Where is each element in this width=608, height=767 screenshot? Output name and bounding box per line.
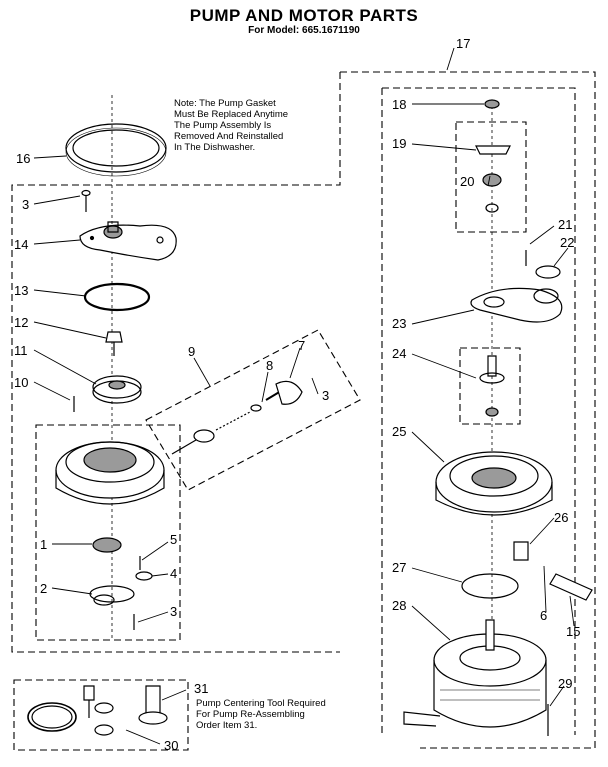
seal-parts: [475, 145, 511, 213]
filter-screen: [92, 537, 122, 553]
pump-gasket: [65, 123, 167, 177]
mounting-plate: [470, 287, 563, 323]
callout-28: 28: [392, 598, 406, 613]
grommet: [535, 265, 561, 279]
callout-9: 9: [188, 344, 195, 359]
callout-14: 14: [14, 237, 28, 252]
motor-mount: [435, 451, 553, 516]
callout-23: 23: [392, 316, 406, 331]
callout-labels: 17 16 3 14 13 12 11 10 1 2 5 4 3 9 8 7 3…: [14, 36, 580, 753]
gasket-note-line: Note: The Pump Gasket: [174, 98, 276, 109]
callout-15: 15: [566, 624, 580, 639]
callout-7: 7: [298, 338, 305, 353]
callout-13: 13: [14, 283, 28, 298]
model-number: For Model: 665.1671190: [248, 25, 360, 36]
gasket-note-line: Removed And Reinstalled: [174, 131, 284, 142]
callout-21: 21: [558, 217, 572, 232]
callout-6: 6: [540, 608, 547, 623]
motor-shaft: [479, 355, 505, 417]
o-ring: [83, 282, 151, 312]
callout-17: 17: [456, 36, 470, 51]
callout-26: 26: [554, 510, 568, 525]
gasket-note-line: Must Be Replaced Anytime: [174, 109, 289, 120]
washer: [135, 571, 153, 581]
pump-base: [55, 441, 165, 505]
callout-24: 24: [392, 346, 406, 361]
leader-lines: [33, 47, 575, 745]
page-title: PUMP AND MOTOR PARTS: [189, 6, 419, 25]
assembly-outline: [11, 71, 596, 751]
centering-tool: [138, 685, 168, 725]
callout-25: 25: [392, 424, 406, 439]
valve-assembly: [171, 380, 303, 455]
connector: [513, 541, 529, 561]
callout-22: 22: [560, 235, 574, 250]
callout-1: 1: [40, 537, 47, 552]
sensor: [549, 573, 593, 601]
callout-31: 31: [194, 681, 208, 696]
tool-note-line: Pump Centering Tool Required: [196, 698, 326, 709]
callout-20: 20: [460, 174, 474, 189]
screw-part: [81, 189, 91, 212]
impeller: [92, 375, 142, 404]
callout-11: 11: [14, 343, 28, 358]
tool-note-line: For Pump Re-Assembling: [196, 709, 305, 720]
callout-3: 3: [322, 388, 329, 403]
slinger-disc: [461, 573, 519, 599]
callout-10: 10: [14, 375, 28, 390]
top-washer: [484, 99, 500, 109]
gasket-note: Note: The Pump Gasket Must Be Replaced A…: [174, 98, 334, 153]
callout-5: 5: [170, 532, 177, 547]
axis-lines: [111, 95, 493, 640]
gasket-note-line: In The Dishwasher.: [174, 142, 256, 153]
motor: [403, 619, 547, 728]
callout-2: 2: [40, 581, 47, 596]
callout-12: 12: [14, 315, 28, 330]
tool-note-line: Order Item 31.: [196, 720, 258, 731]
gasket-kit: [27, 685, 114, 736]
callout-30: 30: [164, 738, 178, 753]
centering-tool-note: Pump Centering Tool Required For Pump Re…: [196, 698, 376, 731]
gasket-note-line: The Pump Assembly Is: [174, 120, 272, 131]
callout-19: 19: [392, 136, 406, 151]
impeller-nut: [105, 331, 123, 356]
callout-27: 27: [392, 560, 406, 575]
pump-housing-plate: [79, 221, 177, 261]
callout-18: 18: [392, 97, 406, 112]
callout-29: 29: [558, 676, 572, 691]
callout-3: 3: [22, 197, 29, 212]
callout-4: 4: [170, 566, 177, 581]
callout-16: 16: [16, 151, 30, 166]
callout-8: 8: [266, 358, 273, 373]
callout-3: 3: [170, 604, 177, 619]
